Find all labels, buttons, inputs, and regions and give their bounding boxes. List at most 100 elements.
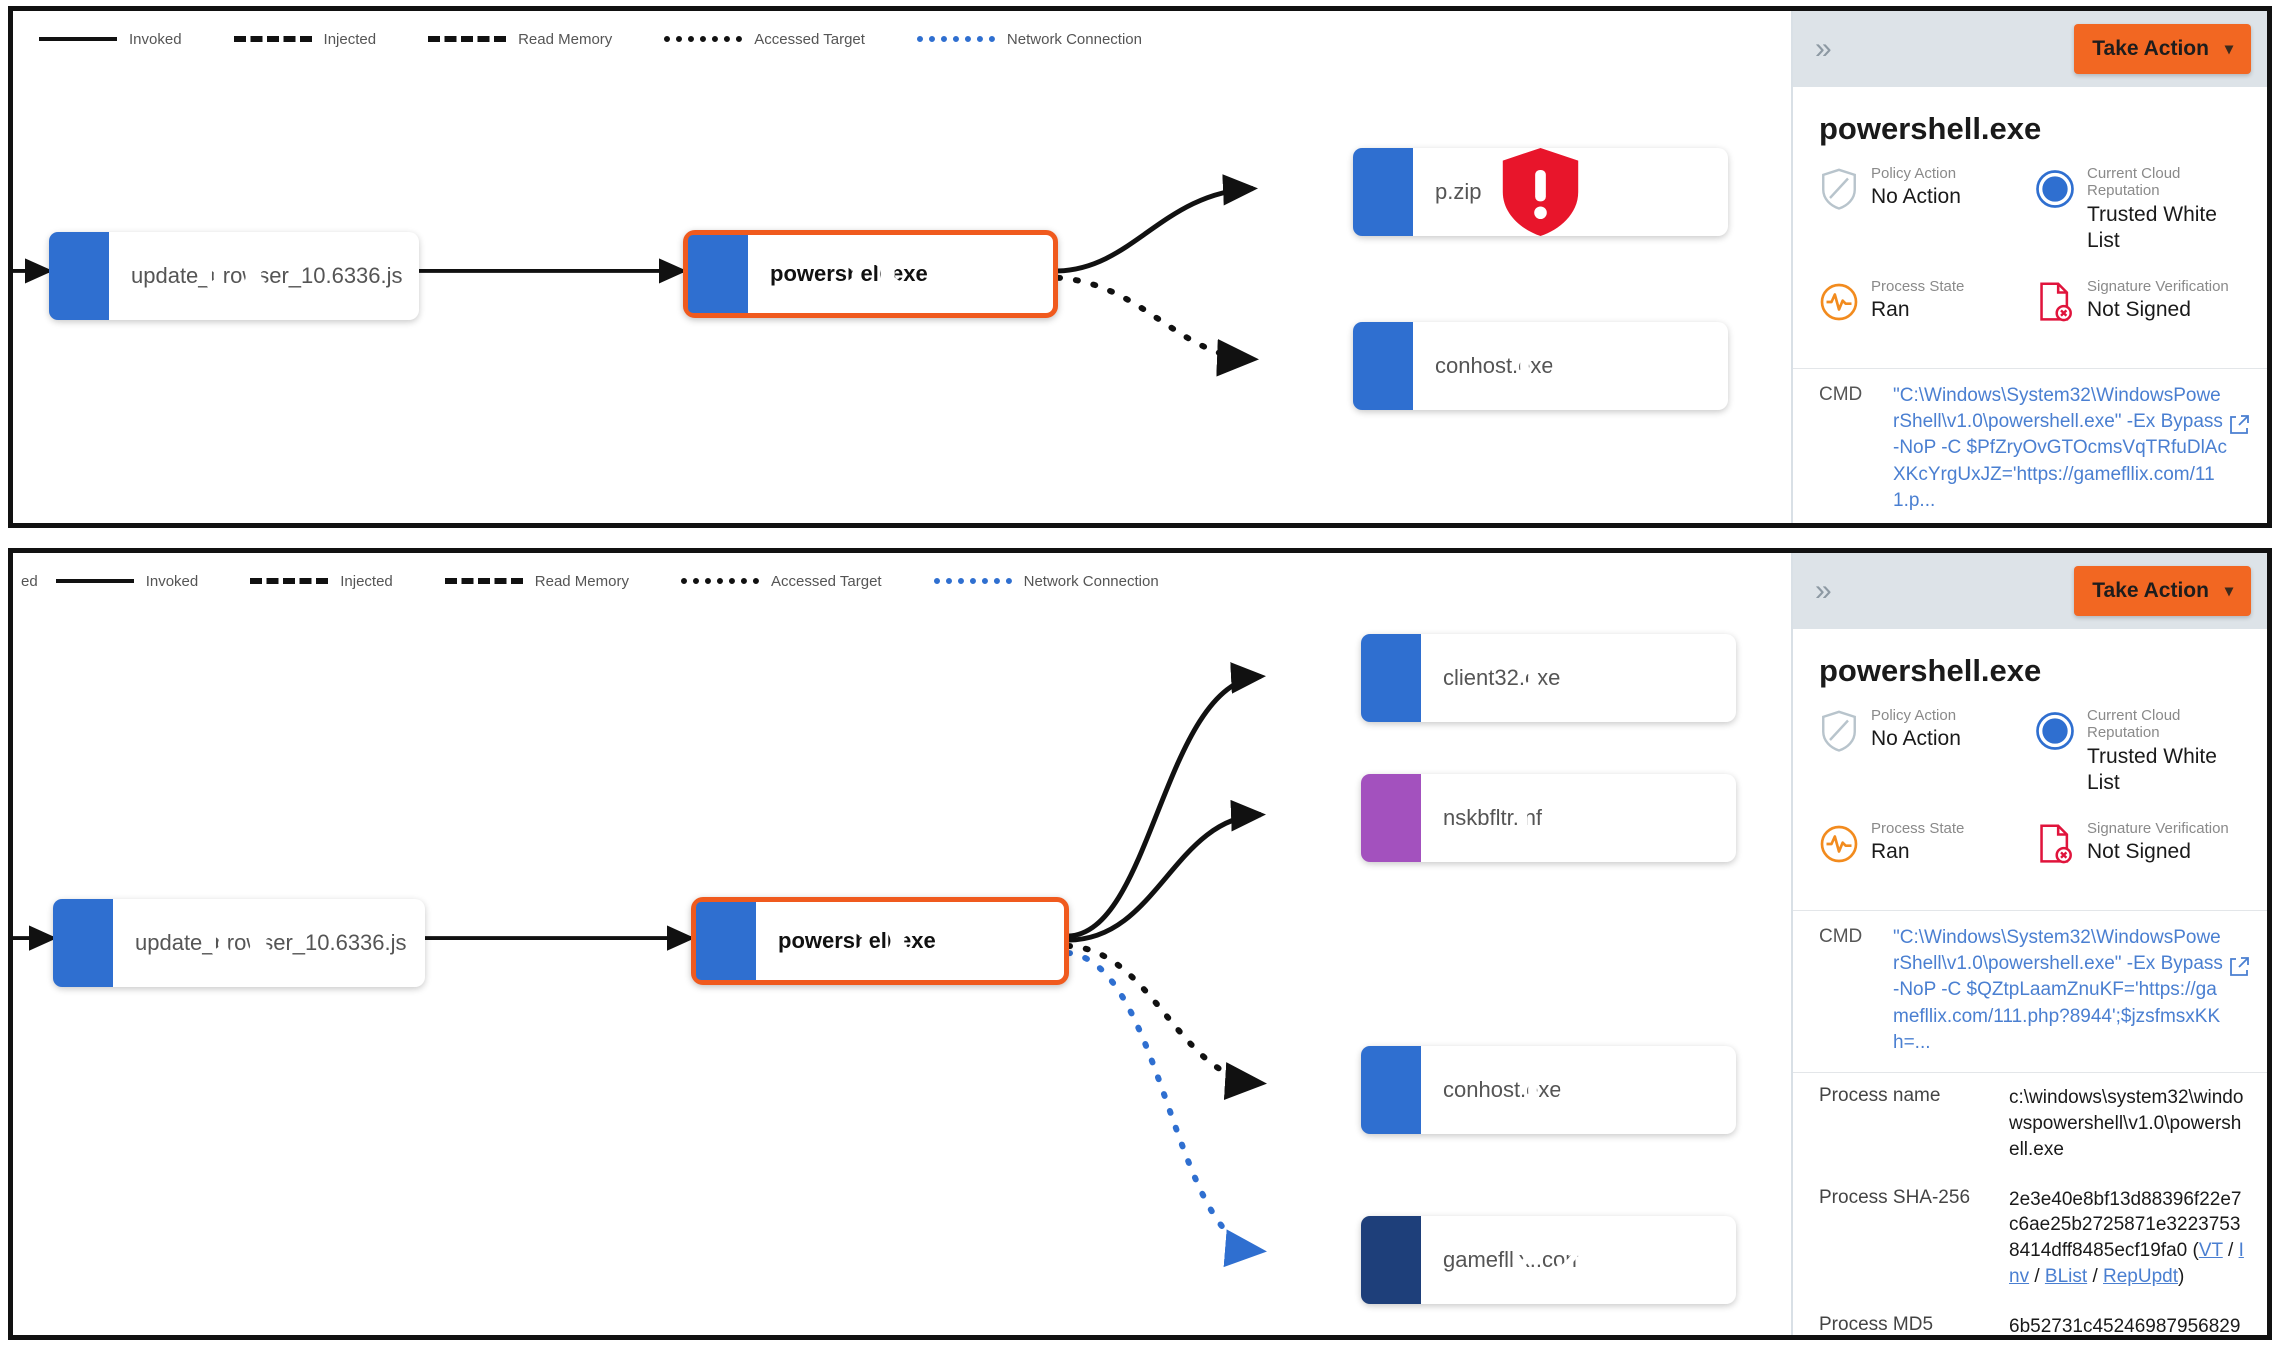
- edge-invoked: [1067, 662, 1266, 939]
- file-document-icon: [1361, 774, 1578, 862]
- blist-link[interactable]: BList: [2044, 1266, 2088, 1288]
- status-value: Ran: [1871, 840, 1910, 864]
- status-caption: Signature Verification: [2087, 278, 2229, 295]
- node-label: conhost.exe: [1443, 1077, 1562, 1102]
- graph-node[interactable]: p.zip: [1353, 148, 1728, 236]
- repupdt-link[interactable]: RepUpdt: [2103, 1266, 2179, 1288]
- legend-item: Invoked: [39, 31, 182, 48]
- legend-item: Accessed Target: [680, 572, 882, 590]
- edge-legend-bottom: ed Invoked Injected Read Memory Accessed…: [13, 553, 1793, 609]
- graph-node[interactable]: update_browser_10.6336.js: [53, 899, 425, 987]
- graph-node[interactable]: gamefllix..com: [1361, 1216, 1736, 1304]
- status-grid: Policy Action No Action Current Cloud Re…: [1793, 163, 2267, 368]
- injected-line-icon: [250, 578, 329, 584]
- graph-node[interactable]: conhost.exe: [1353, 322, 1728, 410]
- status-cell-cloud-reputation: Current Cloud Reputation Trusted White L…: [2029, 705, 2245, 796]
- read-memory-line-icon: [428, 36, 507, 42]
- network-globe-icon: [1361, 1216, 1585, 1304]
- edge-network-connection: [1065, 949, 1267, 1268]
- status-cell-signature-verification: Signature Verification Not Signed: [2029, 276, 2245, 328]
- legend-item: Injected: [250, 573, 393, 590]
- process-detail-panel-bottom: » Take Action ▾ powershell.exe Policy Ac…: [1791, 553, 2267, 1335]
- graph-node[interactable]: update_browser_10.6336.js: [49, 232, 419, 320]
- shield-icon: [1813, 705, 1865, 757]
- collapse-icon[interactable]: »: [1815, 574, 1832, 607]
- field-value: c:\windows\system32\windowspowershell\v1…: [2009, 1087, 2244, 1160]
- status-caption: Current Cloud Reputation: [2087, 165, 2181, 200]
- edge-accessed-target: [1065, 943, 1267, 1100]
- field-key: Process MD5: [1819, 1313, 1934, 1335]
- status-caption: Current Cloud Reputation: [2087, 707, 2181, 742]
- reputation-circle-icon: [2029, 163, 2081, 215]
- status-value: Not Signed: [2087, 840, 2191, 864]
- graph-node-selected[interactable]: powershell.exe: [683, 230, 1058, 318]
- detail-title: powershell.exe: [1819, 653, 2042, 688]
- status-caption: Process State: [1871, 820, 1965, 837]
- accessed-target-line-icon: [680, 578, 759, 584]
- legend-label: Invoked: [129, 30, 182, 48]
- edge-invoked: [1057, 174, 1258, 274]
- legend-item: Accessed Target: [664, 31, 865, 48]
- field-row-process-sha256: Process SHA-256 2e3e40e8bf13d88396f22e7c…: [1793, 1175, 2267, 1302]
- edge-invoked: [1067, 799, 1266, 943]
- take-action-button[interactable]: Take Action ▾: [2074, 24, 2251, 74]
- process-gear-icon: [49, 232, 269, 320]
- process-gear-icon: [53, 899, 274, 987]
- status-cell-process-state: Process State Ran: [1813, 818, 2029, 870]
- inv-link[interactable]: Inv: [2009, 1240, 2244, 1288]
- detail-title: powershell.exe: [1819, 111, 2042, 146]
- field-key: Process SHA-256: [1819, 1186, 1971, 1208]
- process-graph-panel-bottom: ed Invoked Injected Read Memory Accessed…: [8, 548, 2272, 1340]
- graph-node[interactable]: client32.exe: [1361, 634, 1736, 722]
- status-value: Not Signed: [2087, 298, 2191, 322]
- cmd-key: CMD: [1819, 926, 1863, 947]
- unsigned-file-icon: [2029, 818, 2081, 870]
- chevron-down-icon: ▾: [2224, 41, 2233, 58]
- take-action-button[interactable]: Take Action ▾: [2074, 566, 2251, 616]
- graph-node[interactable]: conhost.exe: [1361, 1046, 1736, 1134]
- node-label: conhost.exe: [1435, 353, 1554, 378]
- field-key: Process name: [1819, 1085, 1941, 1107]
- network-connection-line-icon: [916, 36, 995, 42]
- vt-link[interactable]: VT: [2198, 1240, 2223, 1262]
- field-value: 6b52731c45246987956829ded01331e0: [2009, 1315, 2241, 1337]
- legend-item: Invoked: [55, 572, 199, 590]
- status-cell-process-state: Process State Ran: [1813, 276, 2029, 328]
- legend-item: Read Memory: [428, 31, 612, 48]
- alert-shield-icon: [1502, 148, 1579, 236]
- shield-icon: [1813, 163, 1865, 215]
- process-gear-icon: [696, 902, 911, 980]
- legend-item: Injected: [233, 31, 376, 48]
- cmd-value[interactable]: "C:\Windows\System32\WindowsPowerShell\v…: [1893, 385, 2227, 511]
- graph-node[interactable]: nskbfltr.inf: [1361, 774, 1736, 862]
- node-label: p.zip: [1435, 179, 1482, 204]
- edge-accessed-target: [1055, 274, 1259, 377]
- process-gear-icon: [1361, 634, 1583, 722]
- status-value: No Action: [1871, 185, 1961, 209]
- legend-label: Network Connection: [1023, 572, 1159, 590]
- take-action-label: Take Action: [2092, 579, 2209, 602]
- injected-line-icon: [233, 36, 312, 42]
- detail-header: » Take Action ▾: [1793, 11, 2267, 87]
- legend-label: Read Memory: [534, 572, 629, 590]
- status-value: No Action: [1871, 727, 1961, 751]
- field-value: 2e3e40e8bf13d88396f22e7c6ae25b2725871e32…: [2009, 1188, 2244, 1288]
- legend-item: Read Memory: [444, 572, 629, 590]
- cmd-key: CMD: [1819, 384, 1863, 405]
- status-value: Ran: [1871, 298, 1910, 322]
- graph-node-selected[interactable]: powershell.exe: [691, 897, 1069, 985]
- take-action-label: Take Action: [2092, 37, 2209, 60]
- open-external-icon[interactable]: [2227, 925, 2257, 984]
- status-value: Trusted White List: [2087, 202, 2217, 252]
- cmd-value[interactable]: "C:\Windows\System32\WindowsPowerShell\v…: [1893, 927, 2223, 1053]
- legend-label: Invoked: [145, 572, 199, 590]
- legend-truncated-fragment: ed: [21, 572, 38, 590]
- open-external-icon[interactable]: [2227, 383, 2257, 442]
- status-caption: Policy Action: [1871, 707, 1957, 724]
- status-cell-signature-verification: Signature Verification Not Signed: [2029, 818, 2245, 870]
- status-value: Trusted White List: [2087, 744, 2217, 794]
- collapse-icon[interactable]: »: [1815, 32, 1832, 65]
- legend-item: Network Connection: [933, 572, 1159, 590]
- legend-label: Accessed Target: [770, 572, 882, 590]
